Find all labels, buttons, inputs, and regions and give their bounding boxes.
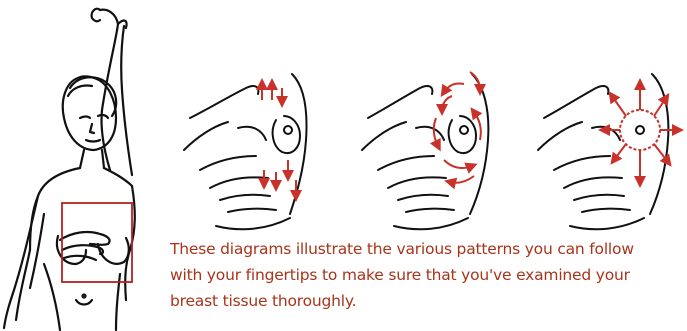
highlight-box xyxy=(62,203,132,282)
panel-circular xyxy=(362,72,488,229)
caption-line-2: with your fingertips to make sure that y… xyxy=(170,262,682,288)
panel-wedge-radial xyxy=(538,74,678,229)
caption-line-3: breast tissue thoroughly. xyxy=(170,288,682,314)
caption-line-1: These diagrams illustrate the various pa… xyxy=(170,236,682,262)
panel-vertical-strip xyxy=(184,74,306,229)
caption: These diagrams illustrate the various pa… xyxy=(170,236,682,314)
